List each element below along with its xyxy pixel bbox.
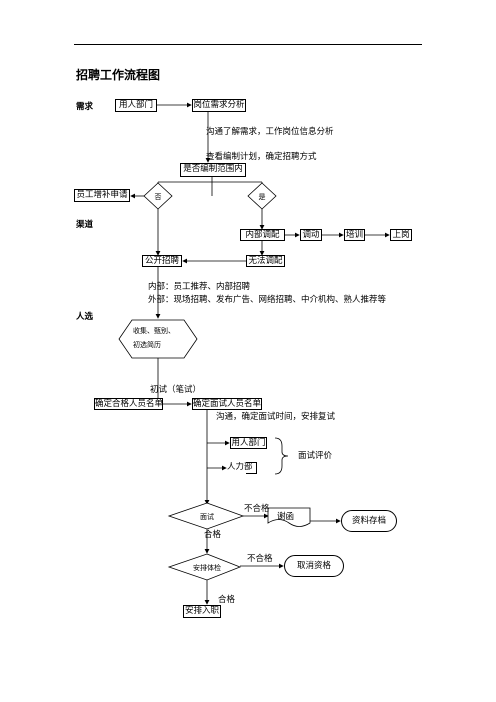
decision-no-diamond: [143, 182, 173, 210]
interview-diamond: [167, 502, 245, 530]
in-plan-box[interactable]: 是否编制范围内: [180, 163, 246, 177]
note-pass-1: 合格: [204, 530, 222, 540]
rotation-box[interactable]: 调动: [300, 229, 322, 241]
public-recruit-box[interactable]: 公开招聘: [142, 255, 182, 267]
staff-request-box[interactable]: 员工增补申请: [74, 189, 130, 202]
interview-list-box[interactable]: 确定面试人员名单: [192, 398, 262, 410]
section-demand: 需求: [76, 102, 94, 112]
dept-box[interactable]: 用人部门: [115, 99, 157, 112]
medical-label: 安排体检: [193, 564, 221, 572]
note-first-test: 初试（笔试）: [150, 385, 202, 395]
note-pass-2: 合格: [218, 595, 236, 605]
analysis-box[interactable]: 岗位需求分析: [192, 99, 246, 112]
onboard-box[interactable]: 安排入职: [183, 605, 221, 618]
note-internal-way: 内部：员工推荐、内部招聘: [148, 282, 251, 292]
screen-label: 初选简历: [133, 341, 161, 349]
page-title: 招聘工作流程图: [76, 68, 161, 82]
hr-box-edge: [246, 462, 257, 474]
onboard-post-box[interactable]: 上岗: [390, 229, 412, 241]
note-check-plan: 查看编制计划，确定招聘方式: [206, 152, 317, 162]
training-box[interactable]: 培训: [344, 229, 365, 241]
cannot-transfer-box[interactable]: 无法调配: [246, 255, 285, 267]
note-fail-1: 不合格: [244, 504, 270, 514]
section-channel: 渠道: [76, 220, 94, 230]
no-label: 否: [154, 193, 162, 201]
hr-label: 人力部: [227, 462, 257, 474]
dept-eval-box[interactable]: 用人部门: [230, 437, 267, 449]
note-communicate-analysis: 沟通了解需求，工作岗位信息分析: [206, 127, 334, 137]
interview-label: 面试: [200, 513, 214, 521]
decision-yes-diamond: [247, 182, 277, 210]
note-fail-2: 不合格: [247, 554, 273, 564]
note-external-way: 外部：现场招聘、发布广告、网络招聘、中介机构、熟人推荐等: [148, 295, 387, 305]
reject-letter-label: 谢函: [277, 512, 295, 522]
section-selection: 人选: [76, 312, 94, 322]
screening-hexagon: [118, 319, 198, 359]
reject-letter-document: [267, 507, 311, 527]
header-rule: [74, 44, 422, 45]
qualified-list-box[interactable]: 确定合格人员名单: [94, 398, 163, 410]
yes-label: 是: [258, 193, 266, 201]
internal-transfer-box[interactable]: 内部调配: [240, 229, 285, 241]
medical-diamond: [167, 553, 242, 581]
note-communicate-time: 沟通，确定面试时间，安排复试: [216, 412, 336, 422]
cancel-terminal[interactable]: 取消资格: [284, 555, 344, 577]
collect-label: 收集、甄别、: [133, 327, 175, 335]
archive-terminal[interactable]: 资料存档: [341, 510, 397, 532]
note-evaluation: 面试评价: [298, 451, 333, 461]
